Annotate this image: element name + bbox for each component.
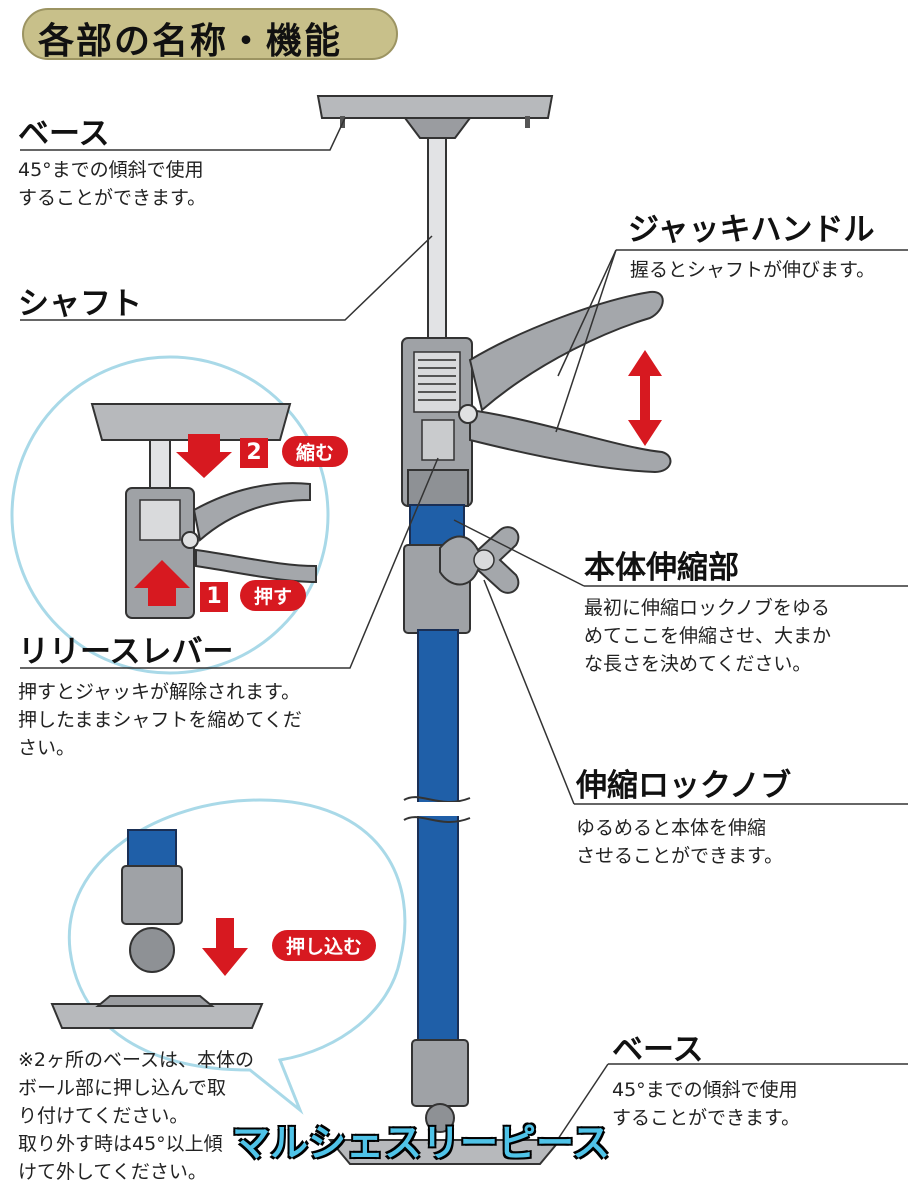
base-bottom-desc: 45°までの傾斜で使用 することができます。 <box>612 1079 801 1129</box>
bottom-base-plate <box>327 1103 563 1165</box>
bottom-collar <box>411 1039 469 1107</box>
base-top-heading: ベース <box>18 116 110 152</box>
step1-number: 1 <box>200 582 228 612</box>
push-in-label: 押し込む <box>272 930 377 961</box>
release-lever-heading: リリースレバー <box>18 634 234 670</box>
step2-label: 縮む <box>282 436 349 467</box>
base-inset-drawing <box>50 829 264 1029</box>
step2-number: 2 <box>240 438 268 468</box>
jack-handle-desc: 握るとシャフトが伸びます。 <box>630 259 876 281</box>
title-banner <box>22 8 398 60</box>
release-lever-desc: 押すとジャッキが解除されます。 押したままシャフトを縮めてくだ さい。 <box>18 681 302 759</box>
body-extension-desc: 最初に伸縮ロックノブをゆる めてここを伸縮させ、大まか な長さを決めてください。 <box>584 597 832 675</box>
lock-knob-heading: 伸縮ロックノブ <box>576 768 792 804</box>
base-bottom-heading: ベース <box>612 1032 704 1068</box>
jack-handle-heading: ジャッキハンドル <box>628 212 875 248</box>
break-mark <box>403 796 471 823</box>
jack-housing <box>401 337 473 507</box>
release-inset-drawing <box>90 403 317 619</box>
top-base-plate <box>316 95 554 139</box>
shaft-heading: シャフト <box>18 286 142 322</box>
body-extension-heading: 本体伸縮部 <box>584 550 739 586</box>
base-top-desc: 45°までの傾斜で使用 することができます。 <box>18 159 207 209</box>
shaft <box>427 137 447 349</box>
step1-label: 押す <box>240 580 307 611</box>
page-title: 各部の名称・機能 <box>38 21 343 62</box>
store-watermark: マルシェスリーピース <box>232 1121 611 1165</box>
jack-handle <box>458 290 672 474</box>
handle-motion-arrow <box>628 350 662 446</box>
lock-knob <box>439 526 520 594</box>
leader-lines <box>20 117 908 1143</box>
outer-tube <box>417 629 459 1043</box>
lock-knob-desc: ゆるめると本体を伸縮 させることができます。 <box>576 817 784 867</box>
base-attach-note: ※2ヶ所のベースは、本体の ボール部に押し込んで取 り付けてください。 取り外す… <box>18 1049 255 1183</box>
